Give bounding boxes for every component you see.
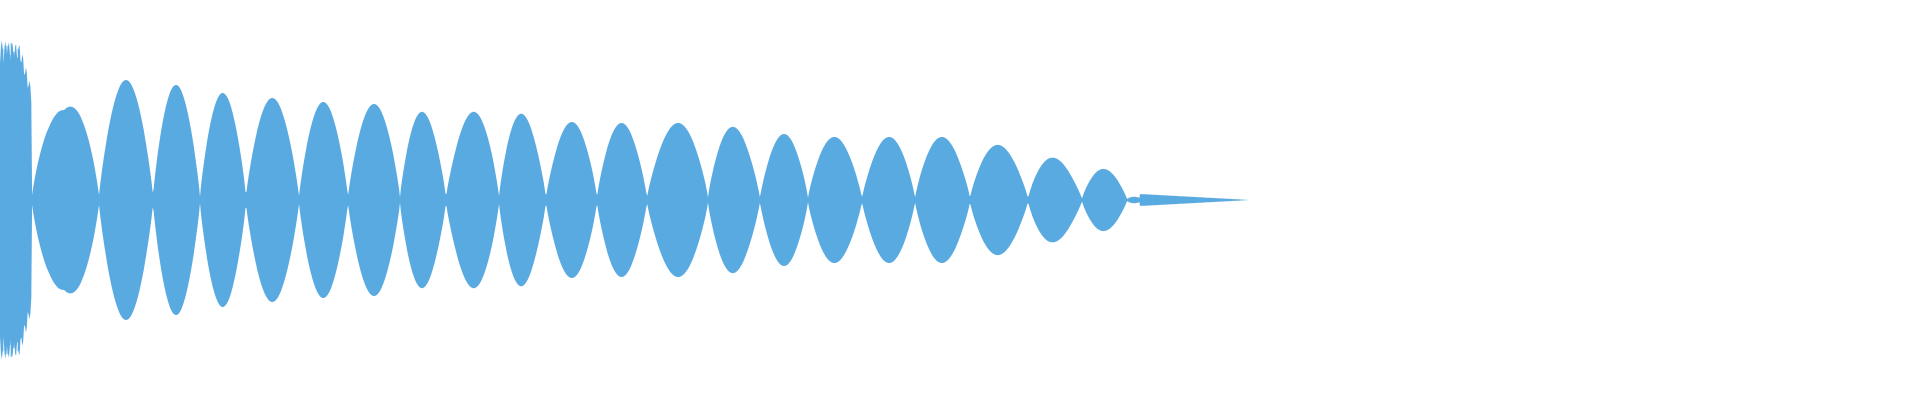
waveform-envelope — [0, 40, 1250, 360]
waveform-lobe-group — [0, 42, 19, 358]
